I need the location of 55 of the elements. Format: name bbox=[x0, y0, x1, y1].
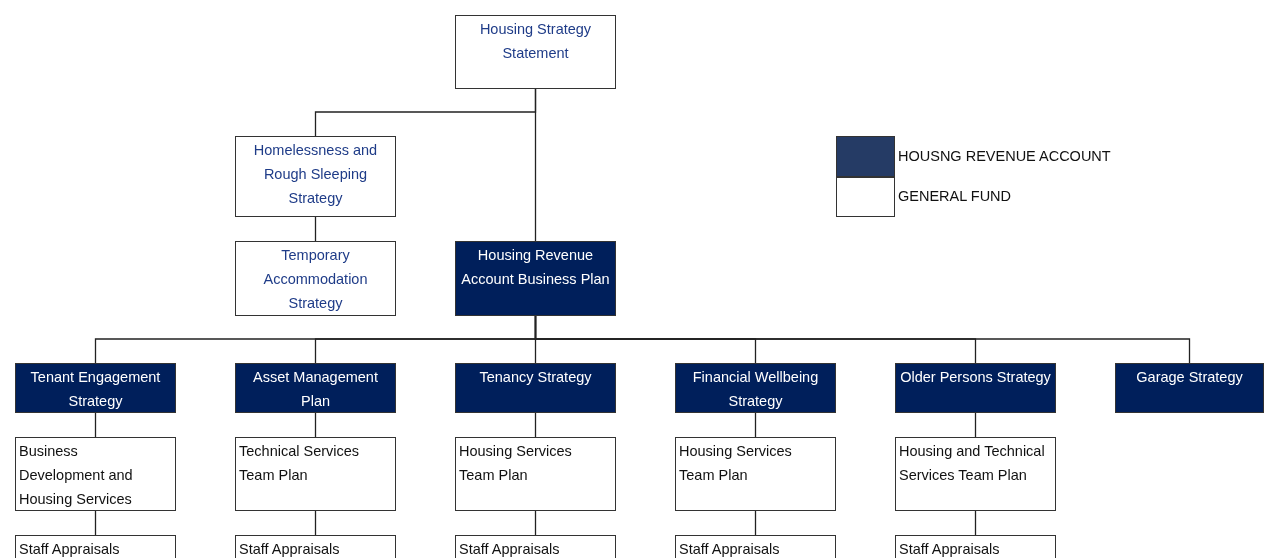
connector-line bbox=[314, 216, 317, 242]
connector-line bbox=[314, 510, 317, 536]
node-text: Staff Appraisals bbox=[239, 540, 341, 558]
legend-label: HOUSNG REVENUE ACCOUNT bbox=[898, 147, 1111, 164]
plan-box bbox=[675, 437, 836, 511]
node-text: Older Persons Strategy bbox=[899, 368, 1052, 387]
plan-box bbox=[675, 535, 836, 558]
account-box bbox=[15, 363, 176, 413]
node-text: Housing Strategy Statement bbox=[478, 20, 593, 63]
node-text: Tenant Engagement Strategy bbox=[29, 368, 162, 411]
plan-box bbox=[235, 437, 396, 511]
node-text: Staff Appraisals bbox=[459, 540, 561, 558]
account-box bbox=[455, 241, 616, 316]
plan-box bbox=[15, 535, 176, 558]
plan-box bbox=[235, 535, 396, 558]
node-text: Housing Services Team Plan bbox=[459, 442, 573, 485]
connector-line bbox=[974, 510, 977, 536]
connector-line bbox=[534, 88, 537, 242]
connector-line bbox=[534, 315, 1191, 364]
node-text: Garage Strategy bbox=[1135, 368, 1244, 387]
node-text: Staff Appraisals bbox=[19, 540, 121, 558]
account-box bbox=[235, 363, 396, 413]
node-text: Business Development and Housing Services bbox=[19, 442, 134, 509]
node-text: Temporary Accommodation Strategy bbox=[262, 246, 369, 313]
node-text: Homelessness and Rough Sleeping Strategy bbox=[252, 141, 379, 208]
account-box bbox=[675, 363, 836, 413]
node-text: Housing Services Team Plan bbox=[679, 442, 793, 485]
account-box bbox=[455, 363, 616, 413]
node-text: Staff Appraisals bbox=[899, 540, 1001, 558]
node-text: Asset Management Plan bbox=[252, 368, 379, 411]
connector-line bbox=[754, 412, 757, 438]
plan-box bbox=[455, 15, 616, 89]
connector-line bbox=[94, 412, 97, 438]
node-text: Tenancy Strategy bbox=[478, 368, 593, 387]
plan-box bbox=[15, 437, 176, 511]
connector-line bbox=[974, 412, 977, 438]
connector-line bbox=[534, 412, 537, 438]
connector-line bbox=[534, 510, 537, 536]
plan-box bbox=[455, 535, 616, 558]
node-text: Financial Wellbeing Strategy bbox=[691, 368, 820, 411]
node-text: Staff Appraisals bbox=[679, 540, 781, 558]
connector-line bbox=[754, 510, 757, 536]
node-text: Housing Revenue Account Business Plan bbox=[460, 246, 611, 289]
plan-box bbox=[895, 535, 1056, 558]
plan-box bbox=[235, 136, 396, 217]
plan-box bbox=[895, 437, 1056, 511]
connector-line bbox=[94, 510, 97, 536]
legend-label: GENERAL FUND bbox=[898, 188, 1012, 204]
account-box bbox=[895, 363, 1056, 413]
connector-line bbox=[314, 412, 317, 438]
plan-box bbox=[235, 241, 396, 316]
node-text: Technical Services Team Plan bbox=[239, 442, 361, 485]
node-text: Housing and Technical Services Team Plan bbox=[899, 442, 1046, 485]
plan-box bbox=[455, 437, 616, 511]
account-box bbox=[1115, 363, 1264, 413]
